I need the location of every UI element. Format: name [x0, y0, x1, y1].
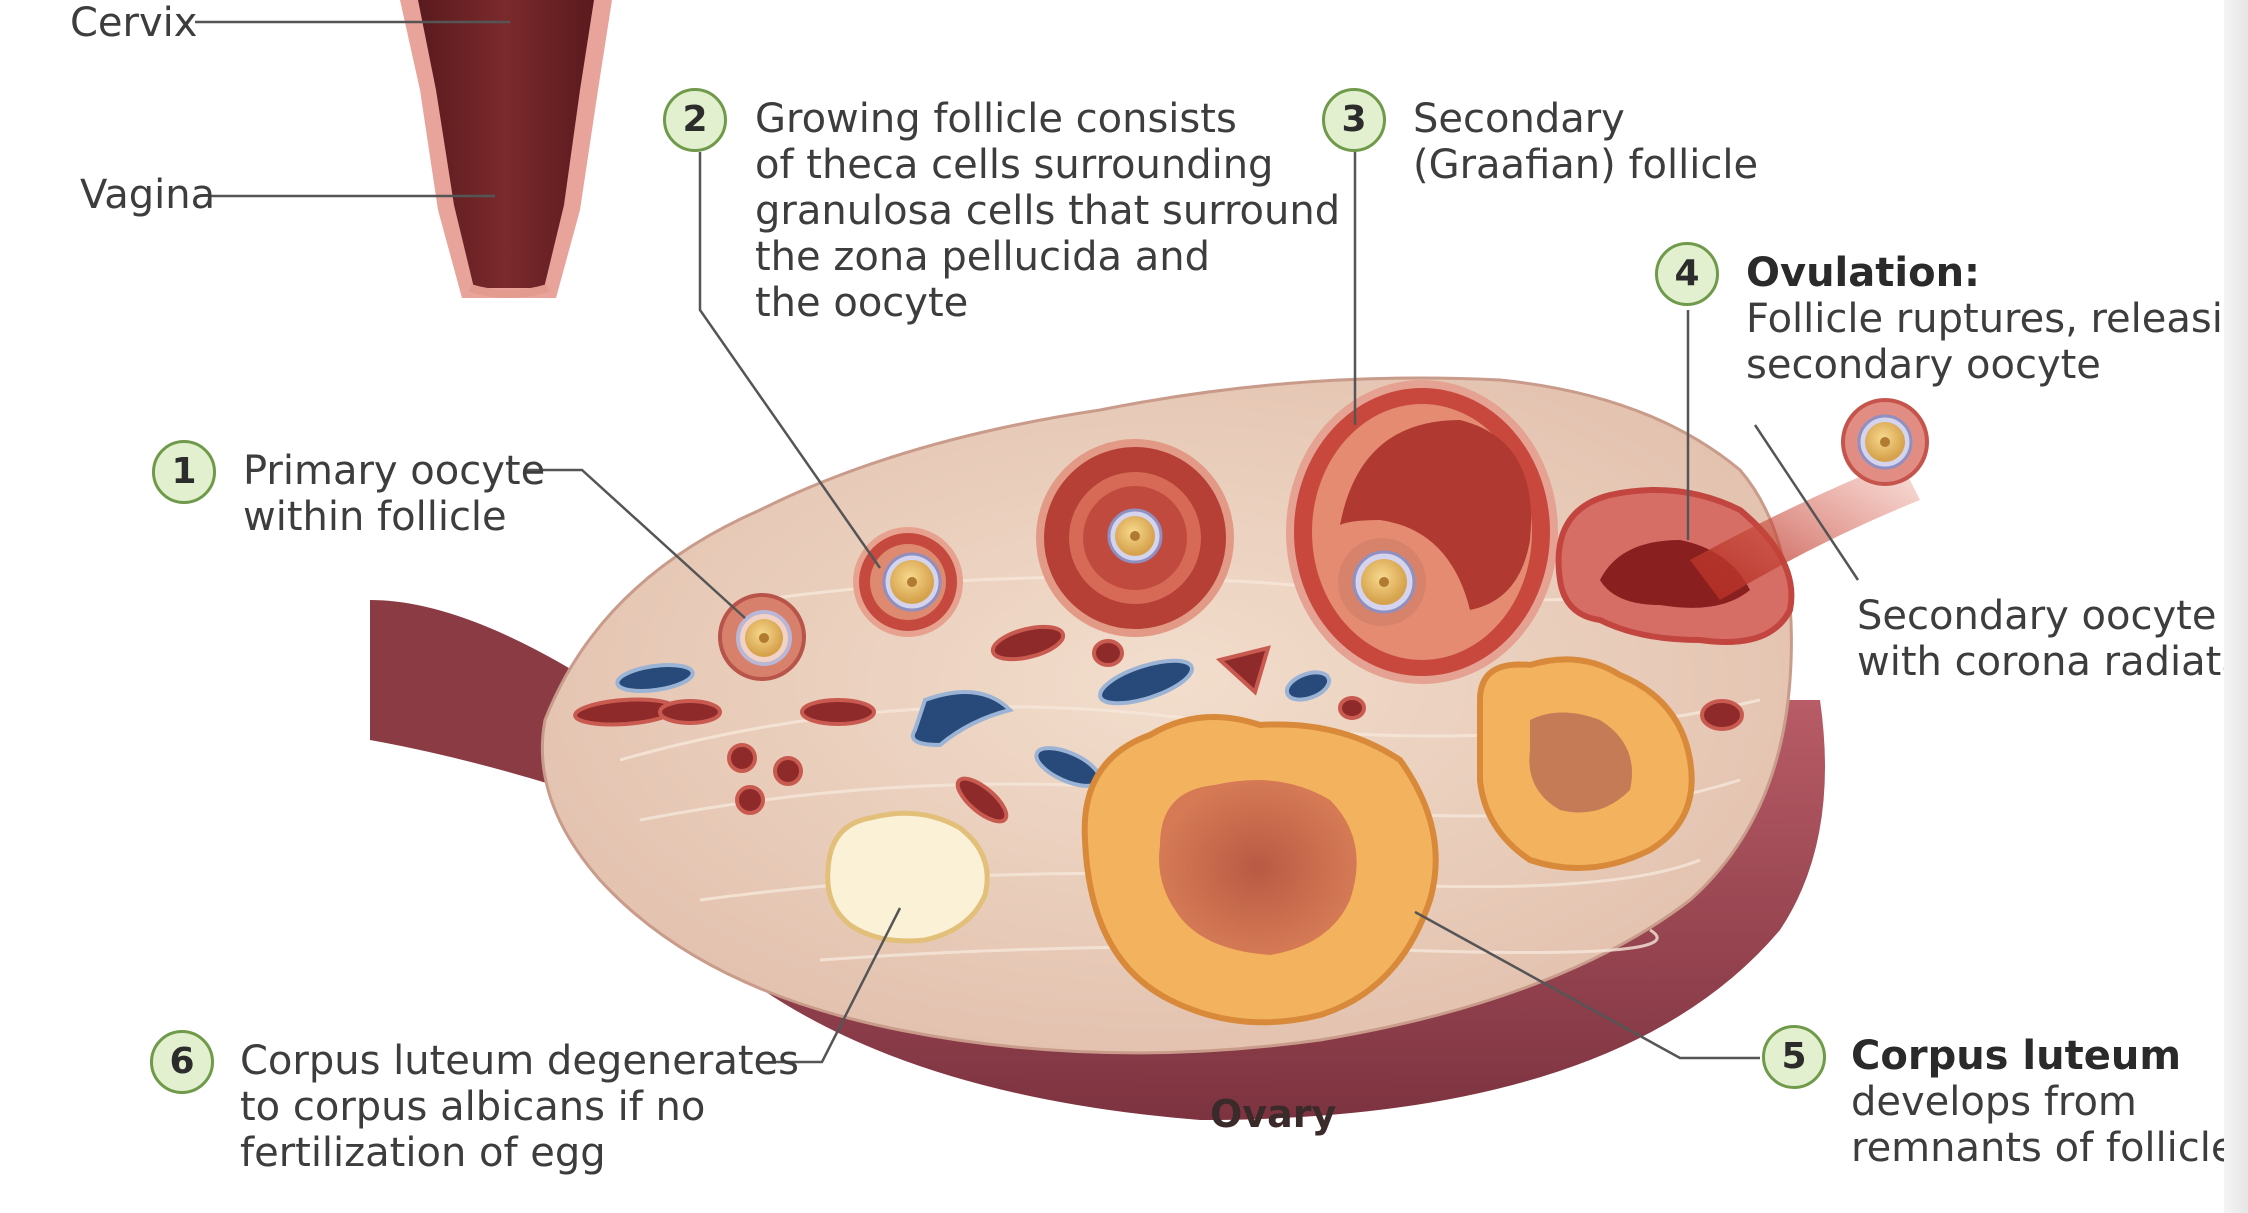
leader-lines	[195, 20, 1860, 1064]
step4-text: Ovulation: Follicle ruptures, releasing …	[1746, 250, 2248, 388]
oocyte-leader	[1753, 424, 1860, 581]
secondary-oocyte-text: Secondary oocyte with corona radiata	[1857, 593, 2246, 685]
step2-leader	[698, 152, 882, 569]
blood-vessels-blue	[615, 658, 1332, 788]
step5-title: Corpus luteum	[1851, 1033, 2181, 1079]
step4-title: Ovulation:	[1746, 250, 1981, 296]
corpus-luteum	[1081, 714, 1439, 1026]
graafian-follicle	[1286, 380, 1558, 684]
step1-badge: 1	[152, 440, 216, 504]
ovary-label: Ovary	[1210, 1092, 1337, 1136]
growing-follicle	[853, 527, 963, 637]
step3-badge: 3	[1322, 88, 1386, 152]
step2-text: Growing follicle consists of theca cells…	[755, 96, 1341, 326]
antral-follicle	[1036, 439, 1234, 637]
step5-badge: 5	[1762, 1025, 1826, 1089]
step5-text: Corpus luteum develops from remnants of …	[1851, 1033, 2236, 1171]
step2-badge: 2	[663, 88, 727, 152]
step6-leader	[772, 907, 902, 1064]
step1-text: Primary oocyte within follicle	[243, 448, 546, 540]
page-edge	[2224, 0, 2248, 1213]
step5-leader	[1414, 910, 1760, 1060]
step6-badge: 6	[150, 1030, 214, 1094]
step4-badge: 4	[1655, 242, 1719, 306]
vagina-cervix-tube	[400, 0, 612, 298]
released-secondary-oocyte	[1841, 398, 1929, 486]
primary-follicle	[718, 593, 806, 681]
corpus-albicans	[825, 810, 990, 944]
step3-text: Secondary (Graafian) follicle	[1413, 96, 1759, 188]
ruptured-follicle	[1555, 460, 1920, 645]
corpus-luteum-small	[1477, 656, 1695, 871]
blood-vessels-red	[573, 624, 1744, 824]
cervix-label: Cervix	[70, 0, 198, 46]
vagina-label: Vagina	[80, 172, 216, 218]
step1-leader	[525, 468, 746, 619]
step6-text: Corpus luteum degenerates to corpus albi…	[240, 1038, 799, 1176]
